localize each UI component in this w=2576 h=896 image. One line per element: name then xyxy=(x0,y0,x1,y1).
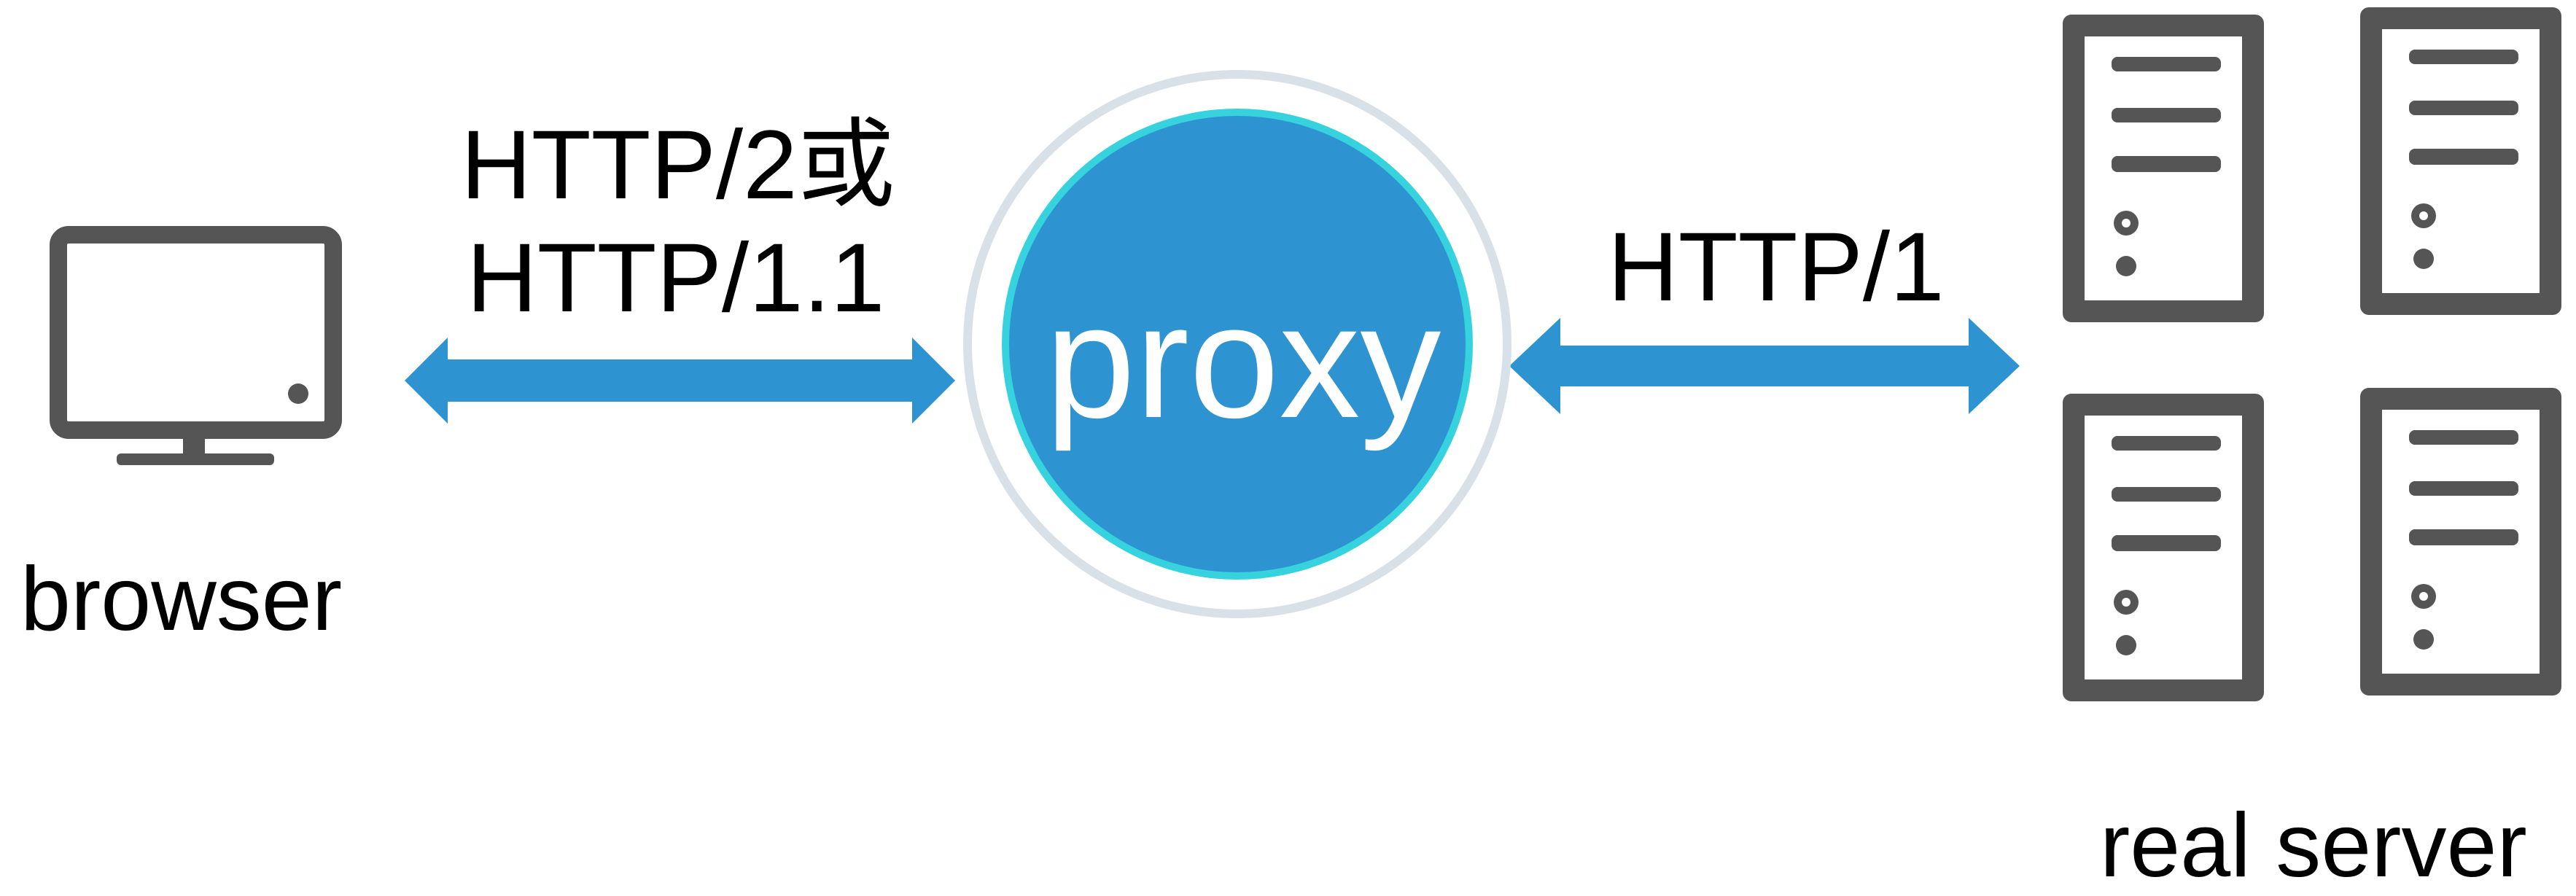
left-double-arrow xyxy=(405,338,955,424)
real-server-label: real server xyxy=(2100,795,2527,896)
right-protocol-label: HTTP/1 xyxy=(1608,213,1945,322)
left-protocol-label-line2: HTTP/1.1 xyxy=(467,224,885,332)
monitor-icon xyxy=(50,226,342,465)
proxy-node xyxy=(963,70,1511,618)
server-icon xyxy=(2063,394,2264,701)
left-protocol-label-line1: HTTP/2或 xyxy=(461,111,895,219)
proxy-label: proxy xyxy=(1045,271,1441,452)
server-icon xyxy=(2360,7,2561,315)
browser-label: browser xyxy=(20,549,343,650)
server-icon xyxy=(2063,15,2264,322)
right-double-arrow xyxy=(1509,318,2020,414)
server-icon xyxy=(2360,388,2561,696)
